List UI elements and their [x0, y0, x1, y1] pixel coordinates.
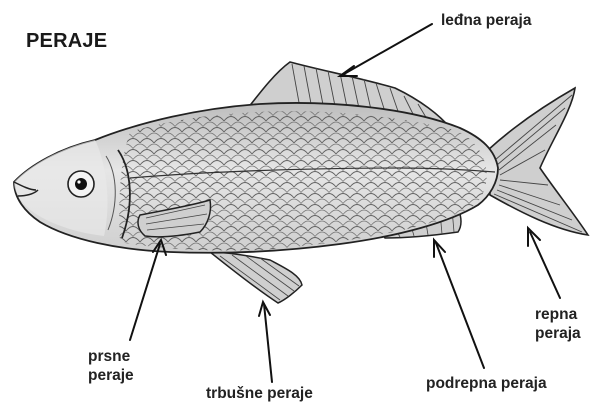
- pelvic-fin: [210, 252, 302, 303]
- page-title: PERAJE: [26, 30, 107, 53]
- arrow-pelvic: [264, 304, 272, 382]
- label-anal-fin: podrepna peraja: [426, 374, 547, 393]
- arrow-dorsal: [344, 24, 432, 74]
- eye-pupil: [75, 178, 87, 190]
- label-dorsal-fin: leđna peraja: [441, 11, 531, 30]
- arrow-anal: [436, 243, 484, 368]
- arrow-caudal: [530, 232, 560, 298]
- arrowhead-caudal: [528, 228, 540, 246]
- label-caudal-line-1: repna: [535, 305, 581, 324]
- label-pelvic-fins: trbušne peraje: [206, 384, 313, 403]
- label-pectoral-fins: prsne peraje: [88, 347, 134, 385]
- label-caudal-fin: repna peraja: [535, 305, 581, 343]
- label-caudal-line-2: peraja: [535, 324, 581, 343]
- arrow-pectoral: [130, 244, 160, 340]
- eye-highlight: [77, 180, 80, 183]
- label-pectoral-line-2: peraje: [88, 366, 134, 385]
- label-pectoral-line-1: prsne: [88, 347, 134, 366]
